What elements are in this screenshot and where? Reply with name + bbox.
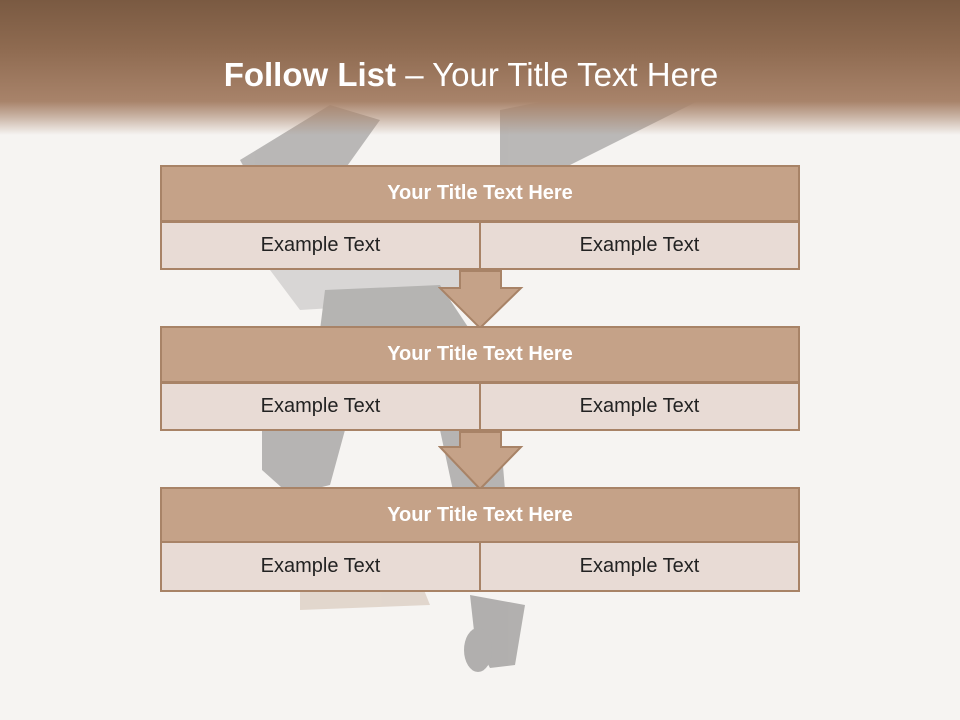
block-cell-left: Example Text: [160, 382, 481, 431]
block-cell-left: Example Text: [160, 541, 481, 592]
block-cell-right: Example Text: [479, 221, 800, 270]
block-title: Your Title Text Here: [160, 487, 800, 544]
block-title: Your Title Text Here: [160, 326, 800, 383]
down-arrow-icon: [438, 270, 524, 330]
block-cell-left: Example Text: [160, 221, 481, 270]
title-banner: [0, 0, 960, 135]
down-arrow-icon: [438, 431, 524, 491]
title-bold-part: Follow List: [223, 56, 397, 93]
page-title: Follow List – Your Title Text Here: [0, 52, 942, 98]
title-rest-part: – Your Title Text Here: [396, 56, 719, 93]
block-cell-right: Example Text: [479, 541, 800, 592]
block-cell-right: Example Text: [479, 382, 800, 431]
block-title: Your Title Text Here: [160, 165, 800, 222]
